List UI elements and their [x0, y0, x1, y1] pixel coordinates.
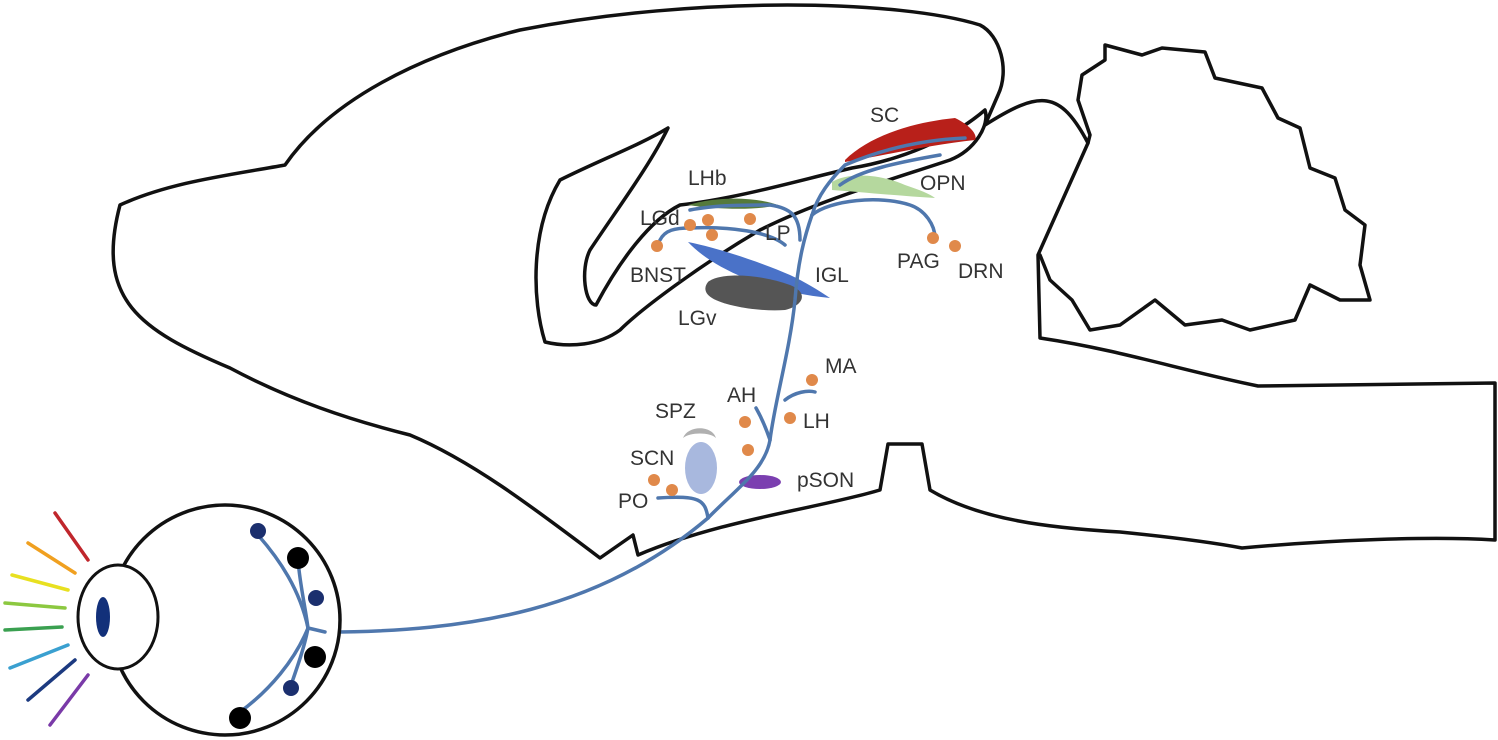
drn-dot [949, 240, 961, 252]
label-lgv: LGv [678, 307, 717, 330]
light-ray-lightgreen [3, 601, 67, 610]
label-bnst: BNST [630, 264, 686, 287]
po-dot [666, 484, 678, 496]
label-igl: IGL [815, 264, 849, 287]
light-ray-yellow [10, 573, 70, 592]
label-lp: LP [765, 222, 791, 245]
retinal-cell-large [229, 707, 251, 729]
lgd-dot [684, 219, 696, 231]
retinal-cell-small [308, 590, 324, 606]
lp-dot [744, 213, 756, 225]
lgv-region [705, 275, 802, 311]
label-pson: pSON [797, 469, 854, 492]
retinal-cell-large [304, 646, 326, 668]
retina-fiber [238, 626, 310, 714]
light-ray-orange [26, 541, 77, 575]
light-ray-cyan [8, 643, 70, 670]
label-spz: SPZ [655, 400, 696, 423]
label-scn: SCN [630, 447, 674, 470]
ah-dot [739, 416, 751, 428]
lgd-dot [706, 229, 718, 241]
pupil [96, 597, 110, 637]
light-ray-green [3, 625, 64, 632]
ah-dot [742, 444, 754, 456]
label-lhb: LHb [688, 167, 727, 190]
pag-dot [927, 232, 939, 244]
ma-dot [806, 374, 818, 386]
eye [76, 503, 342, 737]
light-ray-red [53, 511, 90, 562]
bnst-dot [651, 240, 663, 252]
po-dot [648, 474, 660, 486]
scn-region [685, 442, 717, 494]
retinal-cell-small [250, 523, 266, 539]
cornea [76, 563, 160, 671]
lh-dot [784, 412, 796, 424]
sc-region [845, 118, 976, 162]
label-pag: PAG [897, 250, 940, 273]
label-lgd: LGd [640, 207, 680, 230]
label-sc: SC [870, 104, 899, 127]
optic-fibers [323, 136, 967, 634]
retinal-cell-large [287, 547, 309, 569]
light-ray-navy [26, 658, 77, 702]
spz-region [683, 428, 716, 438]
label-drn: DRN [958, 260, 1004, 283]
label-lh: LH [803, 410, 830, 433]
label-opn: OPN [920, 172, 966, 195]
retina-fiber [306, 626, 327, 634]
lgd-dot [702, 214, 714, 226]
nucleus-dots [648, 213, 961, 496]
cerebellum-outline [1038, 43, 1372, 332]
label-ma: MA [825, 355, 857, 378]
label-ah: AH [727, 384, 756, 407]
light-ray-violet [48, 673, 90, 727]
opn-region [832, 175, 935, 198]
retinal-cell-small [283, 680, 299, 696]
label-po: PO [618, 490, 648, 513]
igl-region [688, 242, 830, 298]
brain-outline [111, 3, 1497, 560]
light-rays [3, 511, 90, 727]
